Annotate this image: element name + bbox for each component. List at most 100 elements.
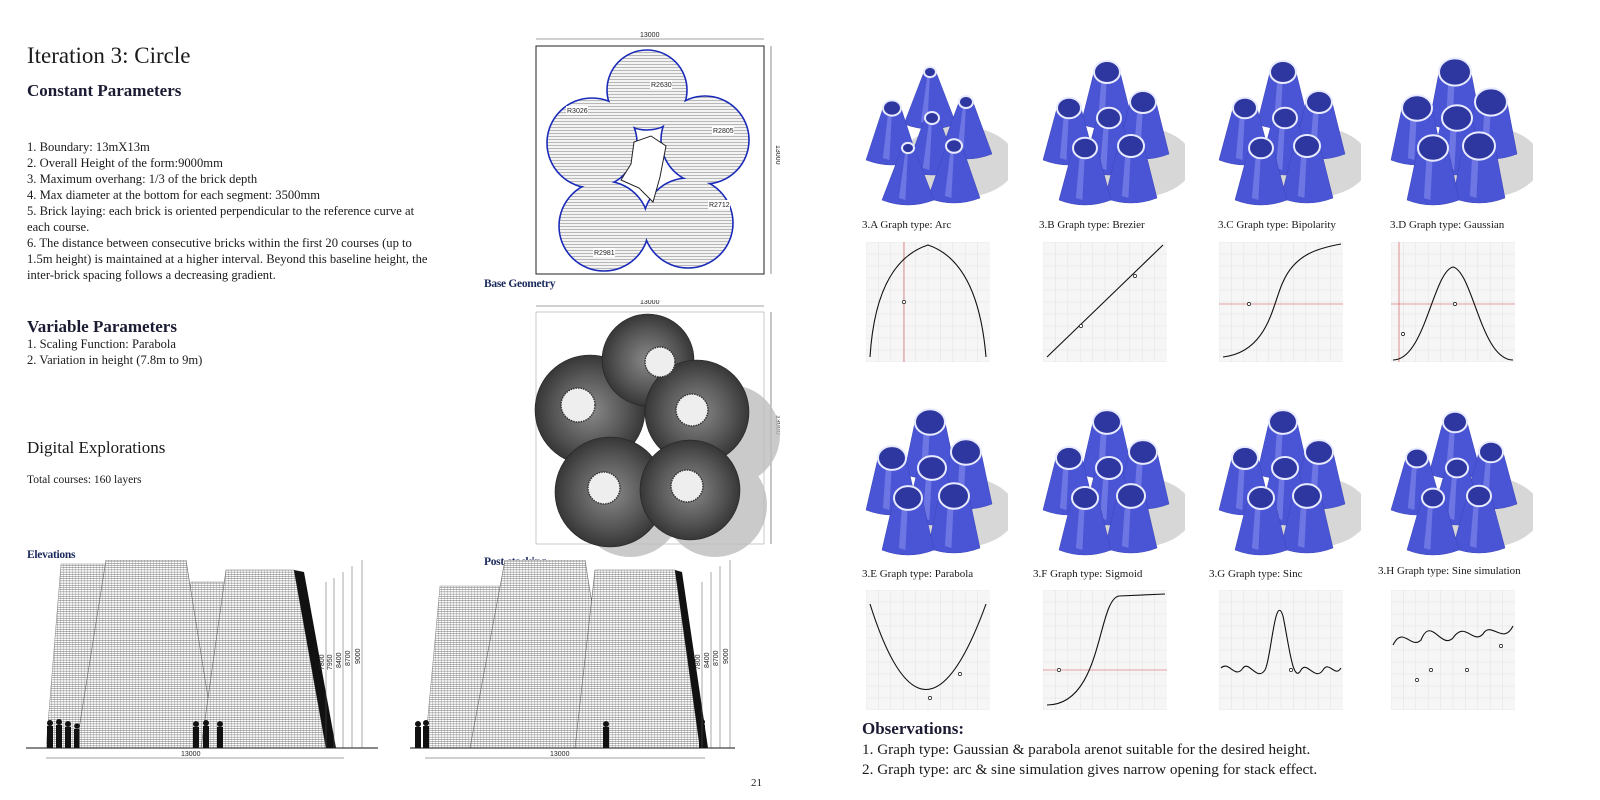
- segment-opening: [1441, 104, 1473, 132]
- segment-opening: [1095, 455, 1123, 481]
- svg-text:9000: 9000: [355, 648, 362, 664]
- segment-opening: [901, 141, 915, 155]
- segment-opening: [1096, 106, 1122, 130]
- constant-parameters-heading: Constant Parameters: [27, 81, 182, 100]
- graph-type-label: 3.D Graph type: Gaussian: [1390, 219, 1505, 231]
- segment-opening: [1442, 410, 1468, 434]
- segment-opening: [1232, 96, 1258, 120]
- form-render-4: [1390, 57, 1533, 206]
- segment-opening: [1445, 457, 1469, 479]
- form-segment: [1058, 497, 1112, 556]
- page-number: 21: [751, 777, 762, 789]
- width-dimension: 13000: [550, 751, 570, 758]
- width-dimension: 13000: [640, 32, 660, 39]
- graph-curve-panel: [1219, 590, 1343, 710]
- segment-opening: [1247, 485, 1275, 511]
- segment-opening: [1072, 136, 1098, 160]
- segment-opening: [1405, 447, 1429, 469]
- observations-list: 1. Graph type: Gaussian & parabola areno…: [862, 740, 1317, 780]
- svg-text:8400: 8400: [704, 652, 711, 668]
- form-segment: [1234, 147, 1288, 206]
- segment-opening: [1292, 483, 1322, 509]
- graph-curve: [1392, 266, 1514, 361]
- form-render-8: [1390, 410, 1533, 556]
- graph-curve-panel: [1219, 242, 1343, 362]
- list-item: 6. The distance between consecutive bric…: [27, 236, 428, 282]
- segment-opening: [924, 111, 940, 125]
- segment-opening: [1268, 409, 1298, 435]
- segment-opening: [1401, 94, 1433, 122]
- graph-curve: [1220, 609, 1342, 675]
- segment-opening: [877, 445, 907, 471]
- form-segment: [1234, 497, 1288, 556]
- elevation-towers: [45, 560, 336, 749]
- segment-opening: [1466, 484, 1492, 508]
- segment-opening: [1093, 59, 1121, 85]
- segment-opening: [950, 438, 982, 466]
- svg-text:8700: 8700: [345, 650, 352, 666]
- segment-opening: [1304, 439, 1334, 465]
- svg-text:R2981: R2981: [594, 250, 615, 257]
- segment-opening: [1293, 133, 1321, 159]
- segment-opening: [917, 455, 947, 481]
- base-geometry-caption: Base Geometry: [484, 278, 556, 290]
- base-geometry-plan: 13000 13000 R2630 R3026 R2805 R2712 R298…: [535, 32, 780, 275]
- segment-opening: [882, 99, 902, 117]
- stacked-segments: [534, 313, 750, 548]
- segment-opening: [1474, 87, 1508, 117]
- graph-curve-panel: [866, 590, 990, 710]
- segment-opening: [1272, 106, 1298, 130]
- width-dimension: 13000: [640, 300, 660, 306]
- graph-type-label: 3.F Graph type: Sigmoid: [1033, 568, 1143, 580]
- graph-curve-panel: [1043, 590, 1167, 710]
- post-stacking-plan: 13000 13000: [534, 300, 780, 557]
- segment-openings: [560, 346, 709, 505]
- form-render-2: [1042, 59, 1185, 206]
- total-courses-text: Total courses: 160 layers: [27, 474, 142, 486]
- human-figures: [47, 719, 223, 748]
- segment-opening: [1055, 445, 1083, 471]
- graph-curve: [1222, 243, 1342, 358]
- segment-opening: [893, 485, 923, 511]
- form-render-6: [1042, 409, 1185, 556]
- list-item: 2. Overall Height of the form:9000mm: [27, 156, 223, 170]
- list-item: 2. Graph type: arc & sine simulation giv…: [862, 761, 1318, 778]
- graph-curve-panel: [866, 242, 990, 362]
- list-item: 2. Variation in height (7.8m to 9m): [27, 353, 203, 367]
- segment-opening: [1421, 487, 1445, 509]
- graph-type-label: 3.B Graph type: Brezier: [1039, 219, 1145, 231]
- svg-text:7800: 7800: [695, 654, 702, 670]
- form-segment: [1406, 147, 1460, 206]
- elevations-drawing: 7800 7950 8400 8700 9000 13000: [26, 560, 378, 759]
- post-stacking-elevation: 7800 8400 8700 9000 13000: [410, 560, 735, 759]
- graph-curve-panel: [1043, 242, 1167, 362]
- form-segment: [881, 147, 935, 206]
- page-title: Iteration 3: Circle: [27, 43, 191, 68]
- graph-curve: [1046, 593, 1166, 706]
- form-render-7: [1218, 409, 1361, 556]
- svg-text:8700: 8700: [713, 650, 720, 666]
- segment-opening: [1116, 483, 1146, 509]
- graph-curve-panel: [1391, 242, 1515, 362]
- boundary-frame: [535, 45, 765, 275]
- graph-curve: [1392, 625, 1514, 646]
- digital-explorations-heading: Digital Explorations: [27, 438, 166, 457]
- list-item: 1. Boundary: 13mX13m: [27, 140, 150, 154]
- segment-opening: [1248, 136, 1274, 160]
- height-dimension-lines: [701, 560, 731, 748]
- height-dimension: 13000: [774, 145, 780, 165]
- graph-type-label: 3.C Graph type: Bipolarity: [1218, 219, 1336, 231]
- graph-curve: [869, 603, 987, 690]
- height-dimension-labels: 7800 8400 8700 9000: [695, 648, 730, 670]
- flower-plan-shape: [546, 49, 750, 272]
- graph-curve: [1046, 244, 1164, 358]
- segment-opening: [945, 138, 963, 154]
- width-dimension: 13000: [181, 751, 201, 758]
- svg-text:R3026: R3026: [567, 108, 588, 115]
- segment-opening: [938, 482, 970, 510]
- variable-parameters-list: 1. Scaling Function: Parabola 2. Variati…: [27, 336, 427, 368]
- segment-opening: [1269, 59, 1297, 85]
- list-item: 4. Max diameter at the bottom for each s…: [27, 188, 321, 202]
- radius-labels: R2630 R3026 R2805 R2712 R2981: [566, 80, 734, 257]
- svg-text:R2805: R2805: [713, 128, 734, 135]
